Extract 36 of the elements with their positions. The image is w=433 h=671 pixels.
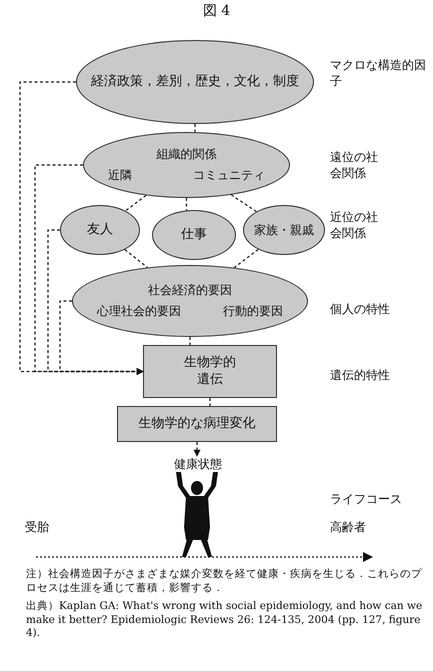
dashed-connector	[125, 194, 146, 212]
node-text: 心理社会的要因	[97, 304, 181, 319]
node-text: 経済政策，差別，歴史，文化，制度	[91, 74, 299, 90]
dashed-arrow	[59, 300, 144, 375]
dashed-connector	[209, 398, 211, 406]
dashed-connector	[230, 194, 257, 212]
dashed-connector	[234, 248, 259, 268]
process-box	[143, 345, 277, 398]
node-text: コミュニティ	[193, 168, 265, 183]
side-label: ライフコース	[330, 492, 403, 508]
node-text: 友人	[87, 222, 113, 238]
dashed-connector	[186, 198, 188, 210]
dashed-connector	[124, 249, 148, 268]
figure-title: 図 4	[202, 2, 232, 20]
footnote: 注）社会構造因子がさまざまな媒介変数を経て健康・疾病を生じる．これらのプロセスは生涯を通じて蓄積，影響する．	[26, 568, 423, 596]
dashed-connector	[189, 337, 191, 345]
side-label: 個人の特性	[330, 302, 391, 318]
side-label: 近位の社会関係	[330, 210, 379, 242]
side-label: 遠位の社会関係	[330, 150, 379, 182]
citation: 出典）Kaplan GA: What's wrong with social epidemiology, and how can we make it better? Epidemiologic Reviews 26: 124-135, 2004 (pp. 127, figure 4).	[26, 600, 424, 641]
node-text: 生物学的な病理変化	[138, 416, 256, 432]
node-text: 組織的関係	[156, 147, 216, 162]
dashed-connector	[194, 124, 196, 132]
node-text: 生物学的遺伝	[183, 355, 237, 388]
node-text: 近隣	[108, 168, 132, 183]
dashed-arrow	[194, 442, 200, 457]
node-text: 社会経済的要因	[148, 283, 232, 298]
side-label: 遺伝的特性	[330, 368, 391, 384]
side-label: 受胎	[25, 520, 50, 536]
side-label: 高齢者	[330, 520, 367, 536]
node-text: 家族・親戚	[254, 222, 314, 238]
side-label: マクロな構造的因子	[330, 58, 427, 90]
node-text: 仕事	[181, 226, 207, 244]
process-box	[117, 406, 277, 442]
node-text: 行動的要因	[223, 304, 283, 319]
node-text: 健康状態	[174, 457, 222, 472]
